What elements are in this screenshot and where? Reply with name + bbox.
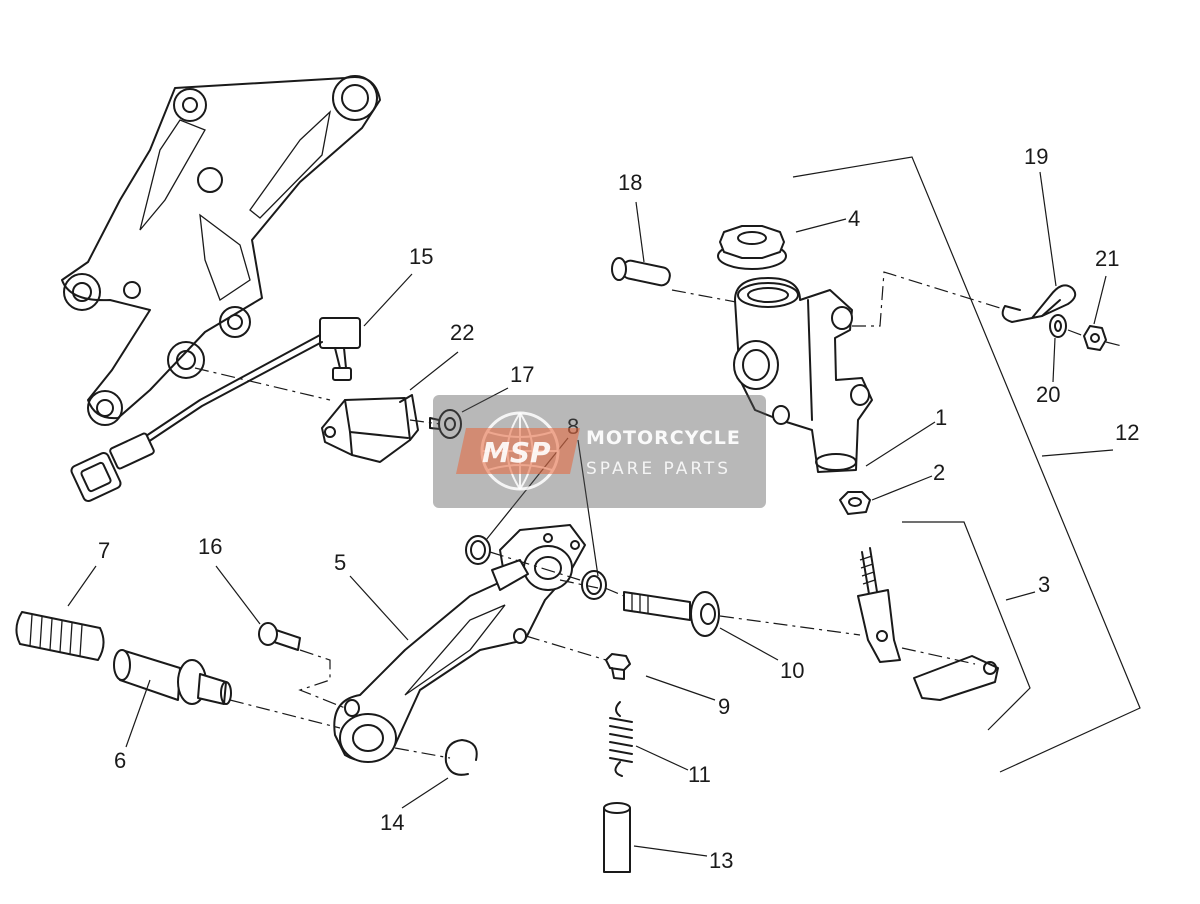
callout-20: 20	[1036, 382, 1060, 407]
part-9-screw	[605, 653, 631, 680]
callout-15: 15	[409, 244, 433, 269]
part-7-rubber-boot	[15, 611, 105, 661]
part-22-switch	[321, 394, 419, 463]
part-21-nut	[1083, 325, 1107, 351]
part-16-bolt	[258, 622, 301, 651]
part-8-o-rings	[465, 535, 607, 600]
part-17-screw	[429, 409, 462, 439]
callout-22: 22	[450, 320, 474, 345]
part-11-spring	[609, 701, 633, 777]
callout-11: 11	[688, 762, 711, 787]
part-18-pin	[611, 257, 671, 287]
watermark-line1: MOTORCYCLE	[586, 427, 741, 449]
callout-10: 10	[780, 658, 804, 683]
callout-7: 7	[98, 538, 110, 563]
part-5-brake-lever	[333, 524, 586, 763]
watermark-line2: SPARE PARTS	[586, 459, 731, 479]
callout-2: 2	[933, 460, 945, 485]
part-14-circlip	[444, 739, 478, 776]
callout-9: 9	[718, 694, 730, 719]
callout-1: 1	[935, 405, 947, 430]
part-20-washer	[1049, 314, 1067, 338]
footpeg-bracket	[61, 75, 381, 426]
callout-19: 19	[1024, 144, 1048, 169]
part-3-clevis	[857, 547, 999, 701]
callout-16: 16	[198, 534, 222, 559]
group-brackets	[792, 156, 1141, 773]
callout-18: 18	[618, 170, 642, 195]
callout-21: 21	[1095, 246, 1119, 271]
callout-6: 6	[114, 748, 126, 773]
part-6-pivot-pin	[113, 649, 232, 705]
callout-5: 5	[334, 550, 346, 575]
msp-logo-shape	[456, 428, 580, 474]
part-4-cap	[717, 225, 787, 270]
callout-17: 17	[510, 362, 534, 387]
assembly-lines	[194, 271, 1123, 759]
part-15-sensor-cable	[70, 317, 361, 503]
part-1-master-cylinder	[733, 277, 873, 473]
watermark-box	[433, 395, 766, 508]
part-13-sleeve	[603, 802, 631, 873]
callout-13: 13	[709, 848, 733, 873]
watermark: MSP MOTORCYCLE SPARE PARTS	[433, 395, 766, 508]
msp-logo-text: MSP	[482, 436, 551, 469]
part-10-pivot-bolt	[623, 591, 720, 637]
part-19-clip	[1001, 284, 1077, 323]
part-2-nut	[839, 491, 871, 515]
callout-4: 4	[848, 206, 860, 231]
callout-12: 12	[1115, 420, 1139, 445]
callout-14: 14	[380, 810, 404, 835]
callout-3: 3	[1038, 572, 1050, 597]
